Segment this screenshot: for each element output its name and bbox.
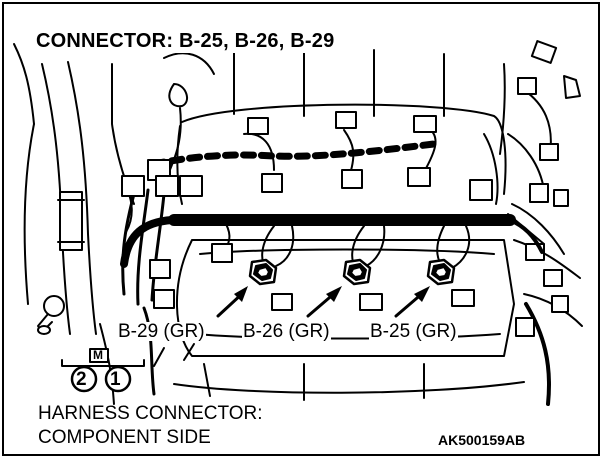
terminal-marker: M	[93, 348, 103, 362]
connector-title: CONNECTOR: B-25, B-26, B-29	[34, 30, 338, 53]
connector-face-symbol	[61, 348, 145, 393]
lower-connector-leads	[211, 223, 475, 311]
upper-harness	[150, 83, 499, 205]
arrow-b25	[394, 286, 430, 318]
hex-connector-b25	[426, 258, 456, 286]
figure-code: AK500159AB	[438, 432, 526, 448]
ground-terminal	[37, 295, 65, 335]
label-b25: B-25 (GR)	[369, 321, 458, 342]
left-hose	[13, 43, 97, 335]
arrow-b29	[216, 286, 248, 318]
terminal-pin-1: 1	[110, 369, 121, 390]
diagram-frame: CONNECTOR: B-25, B-26, B-29 B-29 (GR) B-…	[2, 2, 600, 456]
lower-left-wiring	[99, 306, 195, 405]
caption-line-2: COMPONENT SIDE	[38, 427, 211, 448]
arrow-b26	[306, 286, 342, 318]
hex-connector-b29	[248, 258, 278, 286]
main-harness	[120, 213, 545, 268]
label-b29: B-29 (GR)	[117, 321, 206, 342]
right-side-wiring	[507, 40, 583, 406]
left-connector-cluster	[121, 159, 203, 309]
caption-line-1: HARNESS CONNECTOR:	[38, 403, 263, 424]
terminal-pin-2: 2	[76, 369, 87, 390]
engine-harness-illustration	[13, 40, 583, 406]
hex-connector-b26	[342, 258, 372, 286]
label-b26: B-26 (GR)	[242, 321, 331, 342]
